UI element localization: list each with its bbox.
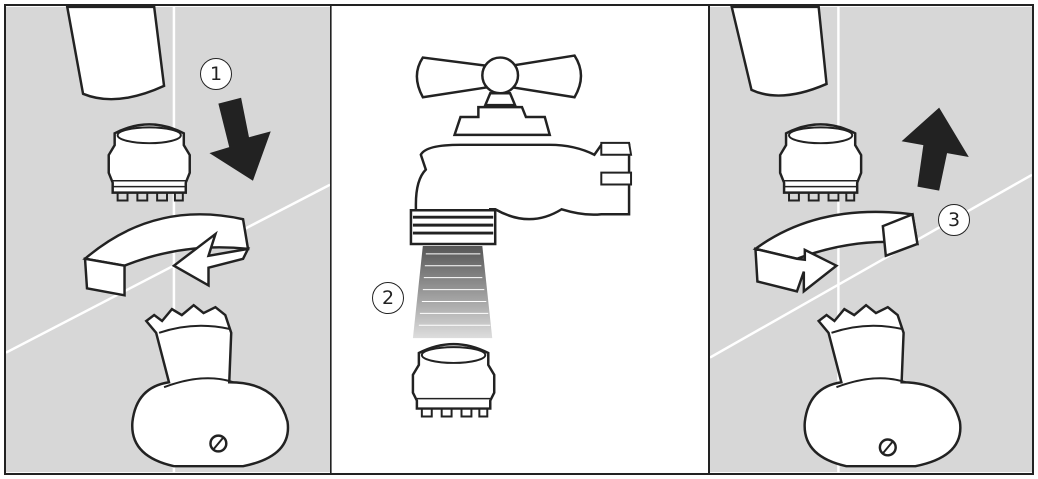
panel-3-illustration: [710, 6, 1032, 473]
step-number-badge: 1: [200, 58, 232, 90]
panel-1-illustration: [6, 6, 330, 473]
faucet-spout-icon: [65, 6, 166, 101]
aerator-icon: [411, 342, 496, 418]
arrow-up-icon: [901, 107, 969, 191]
aerator-key-tool-icon: [131, 303, 290, 468]
aerator-icon: [778, 123, 863, 202]
aerator-icon: [107, 123, 191, 202]
aerator-key-tool-icon: [803, 303, 962, 468]
panel-2-illustration: [331, 6, 709, 473]
water-flush-icon: [412, 245, 493, 339]
step-number-badge: 2: [372, 282, 404, 314]
arrow-down-icon: [209, 97, 271, 181]
panel-step-1: 1: [4, 4, 332, 475]
rotate-left-arrow-icon: [82, 213, 251, 297]
hose-faucet-icon: [409, 54, 633, 246]
panel-step-3: 3: [708, 4, 1034, 475]
rotate-right-arrow-icon: [752, 210, 919, 294]
step-number-badge: 3: [938, 204, 970, 236]
panel-step-2: 2: [330, 4, 710, 475]
faucet-spout-icon: [730, 6, 828, 97]
